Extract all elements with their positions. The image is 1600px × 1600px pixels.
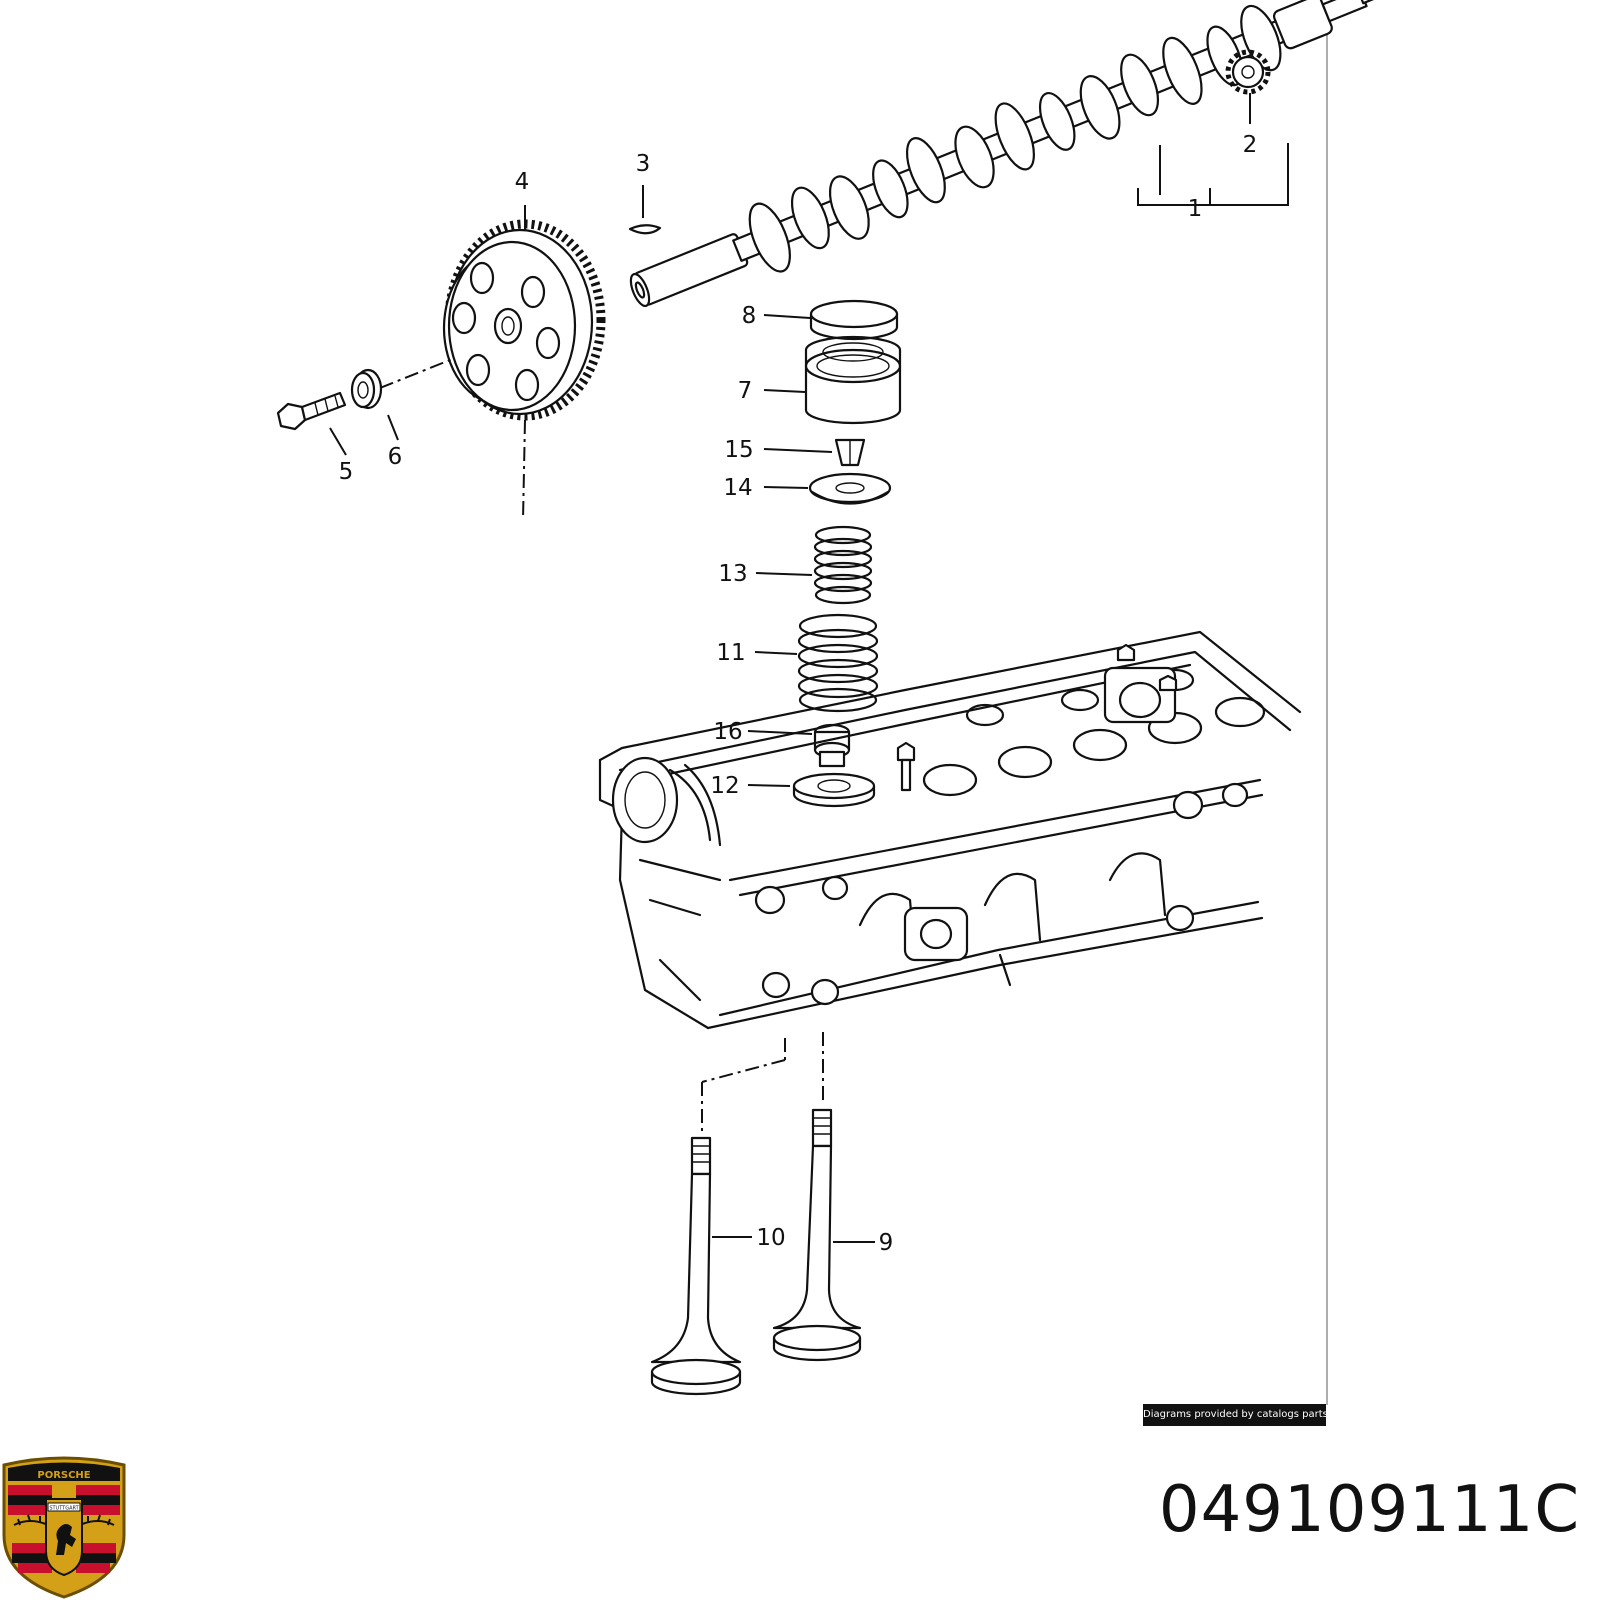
camshaft: [629, 0, 1385, 308]
callout-4: 4: [515, 169, 530, 195]
callout-16: 16: [713, 719, 742, 745]
sensor-sprocket: [1225, 49, 1271, 124]
intake-valve: [772, 1108, 875, 1362]
porsche-crest-logo: PORSCHE STUTTGART: [2, 1456, 126, 1599]
gear-bolt: [276, 391, 347, 456]
outer-valve-spring: [754, 613, 879, 713]
callout-1: 1: [1188, 196, 1203, 222]
camshaft-timing-gear: [442, 205, 606, 521]
callout-10: 10: [756, 1225, 785, 1251]
callout-14: 14: [723, 475, 752, 501]
exhaust-valve: [650, 1136, 752, 1396]
callout-3: 3: [636, 151, 651, 177]
bolt-axis-line: [379, 357, 456, 389]
callout-labels: 1 2 3 4 5 6 7 8 9 10 11 12 13 14 15 16: [339, 132, 1258, 1256]
inner-valve-spring: [755, 525, 873, 605]
svg-text:STUTTGART: STUTTGART: [49, 1506, 79, 1512]
callout-11: 11: [716, 640, 745, 666]
svg-text:PORSCHE: PORSCHE: [37, 1470, 90, 1481]
cylinder-head: [598, 630, 1302, 1030]
callout-12: 12: [710, 773, 739, 799]
lower-spring-seat: [747, 772, 876, 808]
callout-9: 9: [879, 1230, 894, 1256]
callout-15: 15: [724, 437, 753, 463]
callout-8: 8: [742, 303, 757, 329]
callout-7: 7: [738, 378, 753, 404]
callout-5: 5: [339, 459, 354, 485]
callout-13: 13: [718, 561, 747, 587]
upper-spring-retainer: [763, 472, 892, 505]
adjusting-shim: [763, 299, 899, 341]
valve-axis-lines: [701, 1032, 824, 1135]
diagram-credit-label: Diagrams provided by catalogs parts: [1143, 1404, 1328, 1426]
bucket-tappet: [763, 335, 902, 425]
camshaft-bracket: [1137, 143, 1289, 206]
woodruff-key: [628, 185, 662, 235]
part-number: 049109111C: [1158, 1473, 1580, 1547]
callout-2: 2: [1243, 132, 1258, 158]
valve-keepers: [763, 438, 866, 467]
callout-6: 6: [388, 444, 403, 470]
gear-washer: [350, 368, 399, 441]
